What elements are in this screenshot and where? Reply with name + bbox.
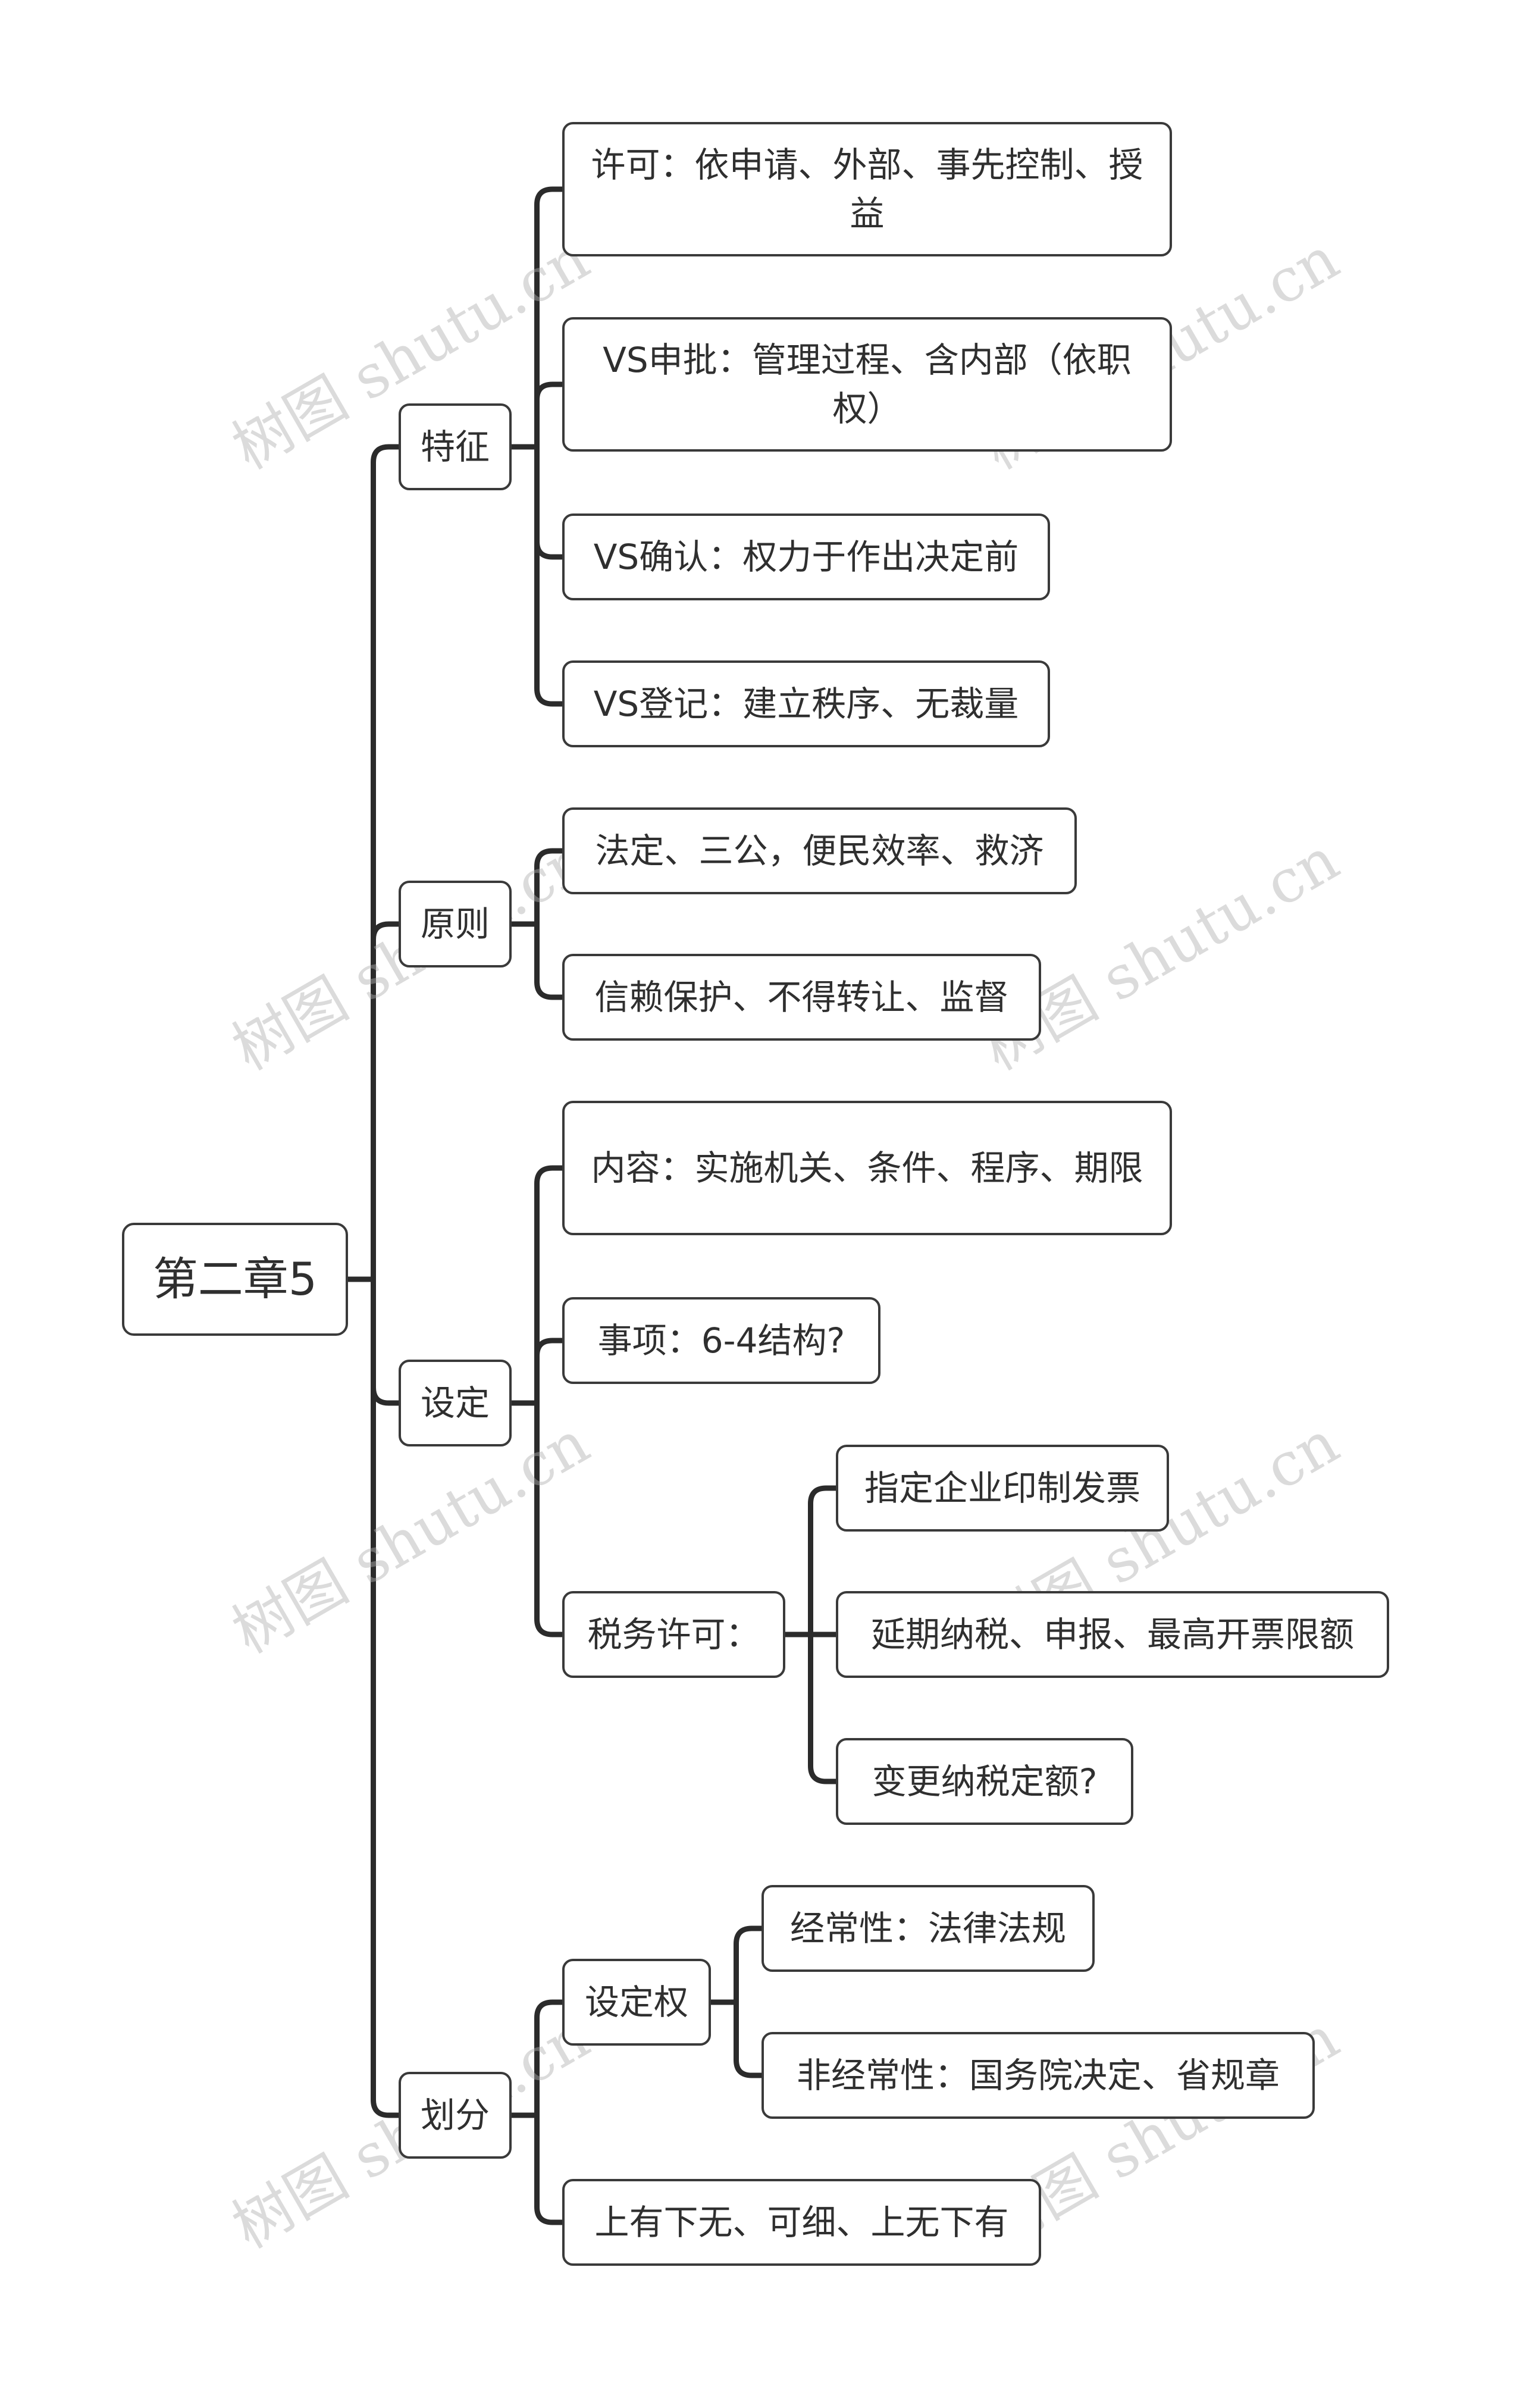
node-label: 法定、三公，便民效率、救济 <box>595 831 1044 871</box>
connector-line <box>509 921 565 1000</box>
connector-line <box>509 1165 565 1406</box>
root-node-label: 第二章5 <box>152 1252 318 1305</box>
connector-line <box>509 444 565 707</box>
branch-node-huafen[interactable]: 划分 <box>399 2072 512 2159</box>
node-label: VS确认：权力于作出决定前 <box>593 537 1019 577</box>
node-label: 非经常性：国务院决定、省规章 <box>796 2055 1280 2096</box>
branch-node-tezheng[interactable]: 特征 <box>399 403 512 490</box>
connector-line <box>509 848 565 927</box>
connector-line <box>509 381 565 450</box>
connector-line <box>345 1276 402 2118</box>
leaf-node[interactable]: 延期纳税、申报、最高开票限额 <box>836 1591 1389 1678</box>
connector-line <box>782 1485 839 1637</box>
node-label: 信赖保护、不得转让、监督 <box>594 977 1009 1017</box>
node-label: VS登记：建立秩序、无裁量 <box>593 684 1019 724</box>
leaf-node[interactable]: 许可：依申请、外部、事先控制、授益 <box>562 122 1172 256</box>
branch-node-sheding[interactable]: 设定 <box>399 1360 512 1446</box>
node-label: 特征 <box>420 427 490 467</box>
node-label: 变更纳税定额? <box>872 1761 1098 1802</box>
connector-line <box>782 1632 839 1784</box>
node-label: 许可：依申请、外部、事先控制、授益 <box>591 145 1143 234</box>
connector-line <box>509 186 565 450</box>
node-label: 设定权 <box>584 1982 688 2022</box>
connector-line <box>509 1400 565 1637</box>
leaf-node[interactable]: 指定企业印制发票 <box>836 1445 1169 1532</box>
node-label: VS申批：管理过程、含内部（依职权） <box>603 340 1132 429</box>
leaf-node[interactable]: 法定、三公，便民效率、救济 <box>562 807 1077 894</box>
leaf-node[interactable]: VS登记：建立秩序、无裁量 <box>562 660 1050 747</box>
connector-line <box>708 1999 764 2078</box>
leaf-node[interactable]: 非经常性：国务院决定、省规章 <box>762 2032 1315 2119</box>
leaf-node[interactable]: VS申批：管理过程、含内部（依职权） <box>562 317 1172 452</box>
leaf-node[interactable]: 上有下无、可细、上无下有 <box>562 2179 1041 2266</box>
node-label: 原则 <box>420 904 490 944</box>
connector-line <box>509 1999 565 2118</box>
node-label: 内容：实施机关、条件、程序、期限 <box>591 1148 1143 1188</box>
node-label: 事项：6-4结构? <box>597 1320 845 1361</box>
root-node[interactable]: 第二章5 <box>122 1223 348 1336</box>
node-label: 经常性：法律法规 <box>789 1908 1066 1949</box>
sub-branch-node[interactable]: 税务许可： <box>562 1591 785 1678</box>
node-label: 设定 <box>420 1383 490 1423</box>
branch-node-yuanze[interactable]: 原则 <box>399 881 512 967</box>
node-label: 划分 <box>420 2095 490 2135</box>
node-label: 延期纳税、申报、最高开票限额 <box>870 1614 1354 1655</box>
node-label: 上有下无、可细、上无下有 <box>594 2202 1009 2243</box>
connector-line <box>345 444 402 1282</box>
connector-line <box>345 921 402 1282</box>
leaf-node[interactable]: 内容：实施机关、条件、程序、期限 <box>562 1101 1172 1235</box>
connector-line <box>509 2112 565 2225</box>
leaf-node[interactable]: 信赖保护、不得转让、监督 <box>562 954 1041 1041</box>
sub-branch-node[interactable]: 设定权 <box>562 1959 711 2046</box>
connector-line <box>708 1925 764 2005</box>
leaf-node[interactable]: 经常性：法律法规 <box>762 1885 1095 1972</box>
connector-line <box>509 1338 565 1406</box>
leaf-node[interactable]: 事项：6-4结构? <box>562 1297 880 1384</box>
node-label: 税务许可： <box>587 1614 760 1655</box>
node-label: 指定企业印制发票 <box>864 1468 1140 1508</box>
leaf-node[interactable]: VS确认：权力于作出决定前 <box>562 513 1050 600</box>
leaf-node[interactable]: 变更纳税定额? <box>836 1738 1133 1825</box>
